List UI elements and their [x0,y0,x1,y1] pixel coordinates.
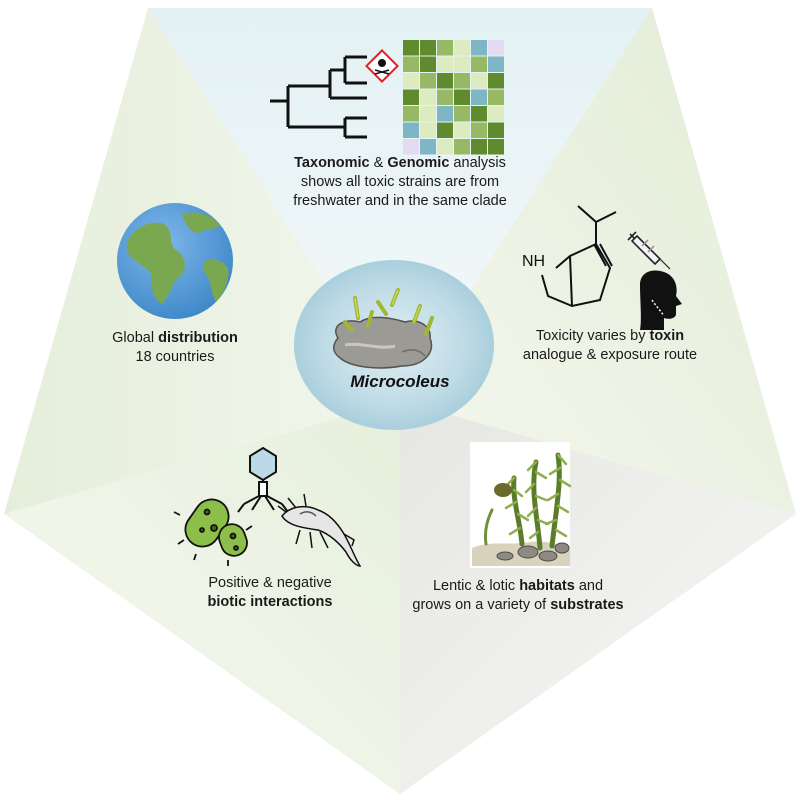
heatmap-cell [437,106,453,122]
toxicity-caption-line2: analogue & exposure route [522,347,698,363]
biotic-caption: Positive & negative biotic interactions [175,574,365,612]
global-text: Global [112,330,159,346]
heatmap-cell [437,73,453,89]
heatmap-cell [488,40,504,56]
heatmap-cell [403,139,419,155]
distribution-caption-line1: Global distribution [95,329,255,348]
heatmap-cell [454,89,470,105]
center-node [294,260,494,430]
toxin-term: toxin [649,328,685,344]
heatmap-cell [471,89,487,105]
biotic-caption-line2: biotic interactions [175,593,365,612]
heatmap-cell [437,56,453,72]
taxonomy-caption-line2: shows all toxic strains are from [300,174,500,190]
heatmap-cell [420,122,436,138]
bacteriophage-icon [237,446,289,513]
taxonomic-term: Taxonomic [294,155,370,171]
phylogenetic-tree-icon [270,55,367,139]
heatmap-cell [488,122,504,138]
distribution-term: distribution [158,330,238,346]
heatmap-cell [471,40,487,56]
heatmap-cell [454,56,470,72]
habitat-text: Lentic & lotic [432,578,520,594]
habitat-caption: Lentic & lotic habitats and grows on a v… [398,577,638,615]
heatmap-grid-icon [403,40,504,155]
heatmap-cell [420,139,436,155]
microcoleus-on-rock-icon [333,288,434,369]
habitats-term: habitats [519,578,575,594]
taxonomy-joiner: & [369,155,388,171]
sector-taxonomy [148,8,652,400]
toxicity-caption-line1: Toxicity varies by toxin [505,327,715,346]
heatmap-cell [471,139,487,155]
heatmap-cell [420,40,436,56]
substrate-text: grows on a variety of [412,597,551,613]
heatmap-cell [471,122,487,138]
syringe-icon [627,231,671,270]
heatmap-cell [403,89,419,105]
heatmap-cell [403,40,419,56]
heatmap-cell [420,106,436,122]
habitat-caption-line2: grows on a variety of substrates [398,596,638,615]
heatmap-cell [437,122,453,138]
heatmap-cell [437,89,453,105]
heatmap-cell [420,89,436,105]
distribution-caption-line2: 18 countries [135,349,215,365]
molecule-nh-label: NH [522,253,545,270]
taxonomy-caption: Taxonomic & Genomic analysis shows all t… [240,154,560,211]
bacteria-icon [173,498,253,566]
substrates-term: substrates [550,597,624,613]
heatmap-cell [454,139,470,155]
heatmap-cell [403,122,419,138]
habitat-caption-line1: Lentic & lotic habitats and [398,577,638,596]
habitat-joiner: and [574,578,604,594]
insect-larva-icon [277,493,362,567]
heatmap-cell [403,56,419,72]
analysis-text: analysis [449,155,506,171]
heatmap-cell [420,73,436,89]
distribution-caption: Global distribution 18 countries [95,329,255,367]
heatmap-cell [437,40,453,56]
heatmap-cell [454,73,470,89]
heatmap-cell [437,139,453,155]
heatmap-cell [403,73,419,89]
heatmap-cell [454,40,470,56]
taxonomy-caption-line1: Taxonomic & Genomic analysis [240,154,560,173]
globe-icon [117,203,233,319]
toxicity-caption: Toxicity varies by toxin analogue & expo… [505,327,715,365]
human-head-icon [640,270,682,330]
taxonomy-caption-line3: freshwater and in the same clade [293,193,507,209]
heatmap-cell [471,56,487,72]
heatmap-cell [488,139,504,155]
anatoxin-molecule-icon [541,205,617,308]
biotic-caption-line1: Positive & negative [208,575,332,591]
mat-on-substrate-icon [470,442,572,568]
heatmap-cell [454,106,470,122]
heatmap-cell [471,73,487,89]
heatmap-cell [403,106,419,122]
biotic-term: biotic interactions [207,594,333,610]
genomic-term: Genomic [387,155,450,171]
sector-biotic [4,400,400,794]
toxic-hazard-icon [365,49,399,83]
heatmap-cell [488,106,504,122]
heatmap-cell [488,73,504,89]
heatmap-cell [420,56,436,72]
toxicity-text: Toxicity varies by [535,328,650,344]
heatmap-cell [488,56,504,72]
heatmap-cell [488,89,504,105]
center-label: Microcoleus [350,372,450,391]
heatmap-cell [454,122,470,138]
heatmap-cell [471,106,487,122]
sector-toxicity [400,8,796,514]
